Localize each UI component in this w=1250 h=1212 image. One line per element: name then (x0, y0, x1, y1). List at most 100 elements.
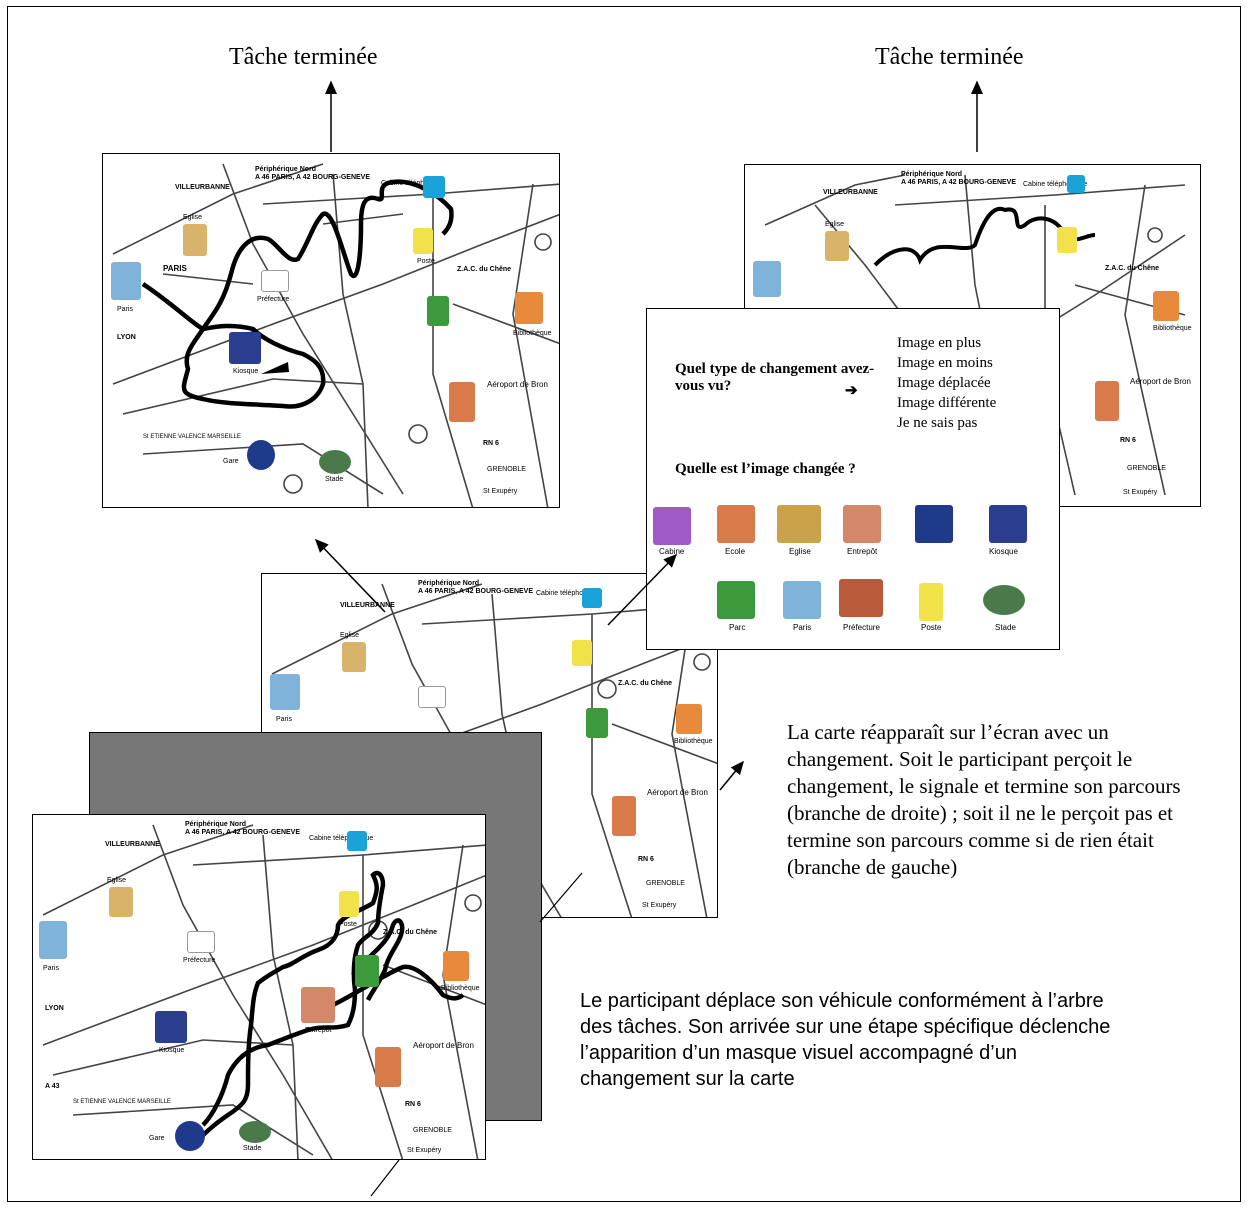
cabine-icon (1067, 175, 1085, 193)
map-grenoble: GRENOBLE (487, 466, 526, 473)
map-entrepot: Entrepôt (305, 1027, 332, 1034)
map-poste: Poste (417, 258, 435, 265)
kiosque-choice-icon[interactable] (989, 505, 1027, 543)
option-je-ne-sais-pas[interactable]: Je ne sais pas (897, 415, 978, 431)
map-aeroport: Aéroport de Bron (1130, 377, 1191, 386)
paris-icon (270, 674, 300, 710)
map-st-etienne: St ETIENNE VALENCE MARSEILLE (143, 434, 241, 440)
map-st-etienne: St ETIENNE VALENCE MARSEILLE (73, 1099, 171, 1105)
map-paris-place: Paris (117, 306, 133, 313)
map-a43: A 43 (45, 1083, 60, 1090)
diagram-frame (7, 6, 1241, 1202)
bibliotheque-icon (515, 292, 543, 324)
map-cabine: Cabine téléphonique (536, 590, 601, 597)
map-villeurbanne: VILLEURBANNE (823, 189, 878, 196)
poste-choice-icon[interactable] (919, 583, 943, 621)
map-zac: Z.A.C. du Chêne (383, 929, 438, 936)
map-villeurbanne: VILLEURBANNE (105, 841, 160, 848)
poste-icon (572, 640, 592, 666)
map-bibliotheque: Bibliothèque (513, 330, 552, 337)
question-change-type: Quel type de changement avez-vous vu? (675, 361, 875, 394)
option-image-en-moins[interactable]: Image en moins (897, 355, 993, 371)
prefecture-choice-icon[interactable] (839, 579, 883, 617)
choice-label-prefecture: Préfecture (843, 623, 880, 632)
kiosque-icon (229, 332, 261, 364)
cabine-icon (347, 831, 367, 851)
map-st-exupery: St Exupéry (1123, 489, 1158, 496)
map-roads-top-left (112, 163, 559, 507)
eglise-icon (183, 224, 207, 256)
map-zac: Z.A.C. du Chêne (1105, 265, 1160, 272)
stade-icon (319, 450, 351, 474)
text-map-reappears: La carte réapparaît sur l’écran avec un … (787, 720, 1181, 879)
choice-label-ecole: Ecole (725, 547, 746, 556)
map-aeroport: Aéroport de Bron (413, 1041, 474, 1050)
paris-icon (753, 261, 781, 297)
paris-choice-icon[interactable] (783, 581, 821, 619)
eglise-icon (109, 887, 133, 917)
label-task-done-right: Tâche terminée (875, 44, 1024, 70)
map-periph-label: Périphérique Nord (901, 171, 963, 178)
choice-label-stade: Stade (995, 623, 1016, 632)
eglise-choice-icon[interactable] (777, 505, 821, 543)
map-villeurbanne: VILLEURBANNE (175, 184, 230, 191)
choice-label-paris: Paris (793, 623, 812, 632)
map-cabine: Cabine téléphonique (309, 835, 374, 842)
map-zac: Z.A.C. du Chêne (618, 680, 673, 687)
parc-icon (427, 296, 449, 326)
map-periph-label: Périphérique Nord (185, 821, 247, 828)
map-stade: Stade (325, 476, 344, 483)
entrepot-choice-icon[interactable] (843, 505, 881, 543)
map-st-exupery: St Exupéry (483, 488, 518, 495)
ecole-choice-icon[interactable] (717, 505, 755, 543)
map-poste: Poste (339, 921, 357, 928)
option-image-en-plus[interactable]: Image en plus (897, 335, 982, 351)
map-eglise: Eglise (183, 214, 203, 221)
label-task-done-left: Tâche terminée (229, 44, 378, 70)
option-list: Image en plus Image en moins Image dépla… (897, 333, 996, 433)
map-eglise: Eglise (107, 877, 127, 884)
map-periph-label: Périphérique Nord (418, 580, 480, 587)
poste-icon (339, 891, 359, 917)
bibliotheque-icon (443, 951, 469, 981)
map-rn6: RN 6 (1120, 437, 1136, 444)
gare-choice-icon[interactable] (915, 505, 953, 543)
map-periph-sub: A 46 PARIS, A 42 BOURG-GENEVE (255, 174, 371, 181)
map-bibliotheque: Bibliothèque (441, 985, 480, 992)
map-aeroport: Aéroport de Bron (487, 380, 548, 389)
map-bibliotheque: Bibliothèque (1153, 325, 1192, 332)
option-image-differente[interactable]: Image différente (897, 395, 997, 411)
gare-icon (247, 440, 275, 470)
map-grenoble: GRENOBLE (1127, 465, 1166, 472)
map-periph-label: Périphérique Nord (255, 166, 317, 173)
parc-choice-icon[interactable] (717, 581, 755, 619)
bibliotheque-icon (676, 704, 702, 734)
choice-label-parc: Parc (729, 623, 746, 632)
question-which-image: Quelle est l’image changée ? (675, 461, 856, 477)
ecole-icon (449, 382, 475, 422)
option-image-deplacee[interactable]: Image déplacée (897, 375, 991, 391)
stade-icon (239, 1121, 271, 1143)
cabine-choice-icon[interactable] (653, 507, 691, 545)
cabine-icon (423, 176, 445, 198)
arrow-right-icon: ➔ (845, 383, 858, 399)
map-bibliotheque: Bibliothèque (674, 738, 713, 745)
map-rn6: RN 6 (638, 856, 654, 863)
map-cabine: Cabine téléphonique (1023, 181, 1088, 188)
poste-icon (413, 228, 433, 254)
map-grenoble: GRENOBLE (646, 880, 685, 887)
map-kiosque: Kiosque (159, 1047, 185, 1054)
map-st-exupery: St Exupéry (407, 1147, 442, 1154)
map-periph-sub: A 46 PARIS, A 42 BOURG-GENEVE (901, 179, 1017, 186)
eglise-icon (825, 231, 849, 261)
map-gare: Gare (223, 458, 239, 465)
map-villeurbanne: VILLEURBANNE (340, 602, 395, 609)
choice-label-poste: Poste (921, 623, 942, 632)
map-lyon: LYON (117, 334, 136, 341)
map-rn6: RN 6 (405, 1101, 421, 1108)
paris-icon (111, 262, 141, 300)
map-panel-top-left: Périphérique Nord A 46 PARIS, A 42 BOURG… (102, 153, 560, 508)
map-paris-place: Paris (276, 716, 292, 723)
stade-choice-icon[interactable] (983, 585, 1025, 615)
map-rn6: RN 6 (483, 440, 499, 447)
